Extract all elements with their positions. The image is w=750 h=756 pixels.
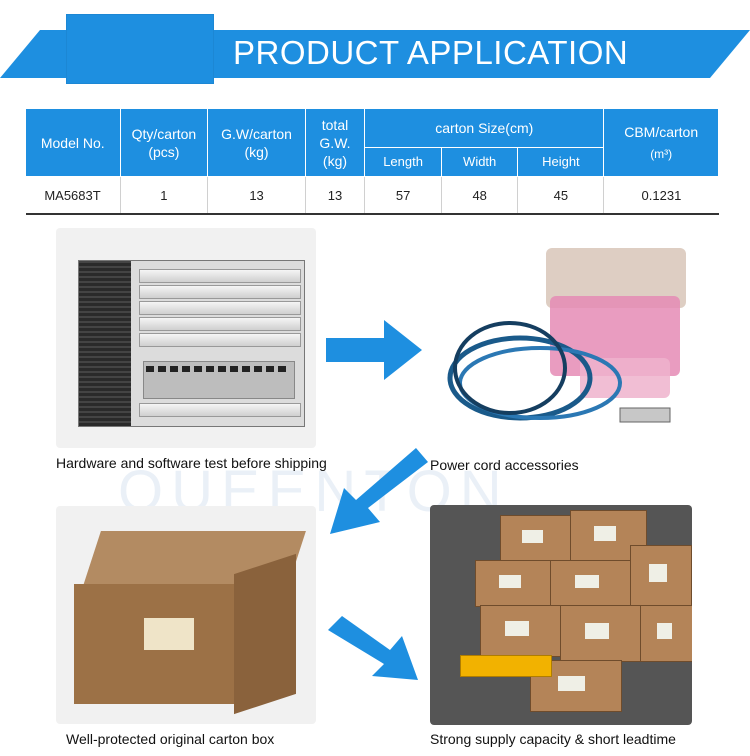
cell-length: 57: [364, 176, 442, 215]
cell-cbm: 0.1231: [603, 176, 719, 215]
stacked-carton: [550, 560, 632, 607]
pallet-jack: [460, 655, 552, 677]
chassis-slot: [139, 301, 301, 315]
stacked-carton: [480, 605, 562, 657]
arrow-down-right-icon: [328, 616, 418, 680]
arrow-down-left-icon: [330, 448, 428, 534]
chassis-ports: [143, 361, 295, 399]
cell-qty: 1: [120, 176, 209, 215]
header-carton-size: carton Size(cm): [364, 108, 605, 148]
stacked-carton: [560, 605, 642, 662]
table-row: MA5683T 1 13 13 57 48 45 0.1231: [25, 176, 719, 215]
header-cbm-label: CBM/carton: [624, 123, 699, 140]
stacked-carton: [500, 515, 572, 562]
carton-side: [234, 553, 296, 715]
chassis-slot: [139, 333, 301, 347]
page-title: PRODUCT APPLICATION: [233, 34, 629, 71]
chassis-image: [78, 260, 305, 427]
header-cbm: CBM/carton (m³): [603, 108, 719, 177]
cell-model: MA5683T: [25, 176, 121, 215]
header-total-gw: total G.W. (kg): [304, 108, 366, 177]
chassis-slot: [139, 403, 301, 417]
banner-block: [66, 14, 214, 84]
cables-icon: [447, 321, 671, 423]
cell-width: 48: [441, 176, 519, 215]
cell-gw: 13: [207, 176, 306, 215]
header-gw: G.W/carton (kg): [207, 108, 306, 177]
warehouse-photo: [430, 505, 692, 725]
spec-table: Model No. Qty/carton (pcs) G.W/carton (k…: [25, 108, 719, 215]
stacked-carton: [630, 545, 692, 607]
title-banner: PRODUCT APPLICATION: [0, 14, 750, 84]
cell-total-gw: 13: [305, 176, 366, 215]
caption-carton: Well-protected original carton box: [66, 731, 275, 747]
cell-height: 45: [517, 176, 605, 215]
arrow-right-icon: [326, 320, 422, 380]
header-qty: Qty/carton (pcs): [119, 108, 209, 177]
caption-supply: Strong supply capacity & short leadtime: [430, 731, 676, 747]
chassis-vent: [79, 261, 131, 426]
chassis-slot: [139, 317, 301, 331]
accessories-photo: [430, 228, 692, 446]
carton-label: [144, 618, 194, 650]
stacked-carton: [475, 560, 552, 607]
chassis-slot: [139, 285, 301, 299]
equipment-photo: [56, 228, 316, 448]
header-width: Width: [440, 147, 519, 177]
header-length: Length: [364, 147, 442, 177]
carton-photo: [56, 506, 316, 724]
stacked-carton: [640, 605, 692, 662]
caption-test: Hardware and software test before shippi…: [56, 455, 327, 471]
header-height: Height: [517, 147, 605, 177]
header-cbm-unit: (m³): [650, 146, 673, 161]
caption-accessories: Power cord accessories: [430, 457, 579, 473]
accessory-bag: [580, 358, 670, 398]
chassis-slot: [139, 269, 301, 283]
header-model: Model No.: [25, 108, 121, 177]
